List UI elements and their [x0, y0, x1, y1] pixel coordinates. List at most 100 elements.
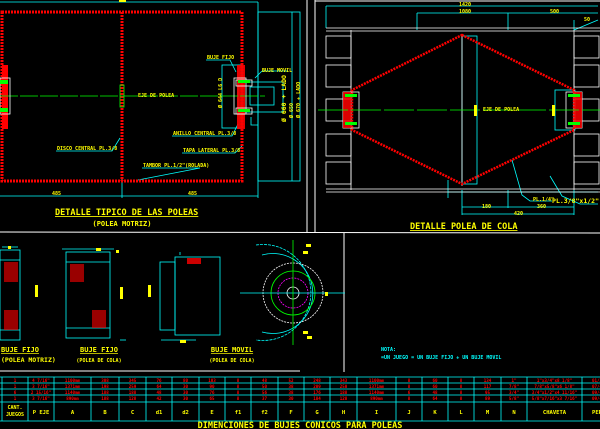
table-cell: 134: [484, 378, 492, 383]
table-cell: 80: [183, 378, 189, 383]
table-header: L: [459, 410, 463, 416]
table-cell: 1"x3/4"x8 1/8": [537, 378, 573, 383]
table-cell: 2 15/16": [31, 390, 52, 395]
table-header: B: [103, 410, 107, 416]
table-header: CANT.: [7, 405, 22, 411]
table-cell: 343: [340, 378, 348, 383]
dimension-b1: 180: [482, 204, 491, 210]
dimension-b3: 420: [514, 211, 523, 217]
table-cell: 4 7/16": [32, 378, 50, 383]
table-header: d2: [182, 410, 189, 416]
table-cell: 60: [432, 384, 438, 389]
detail-title-3: BUJE MOVIL: [211, 346, 253, 354]
detail-subtitle-1: (POLEA MOTRIZ): [1, 356, 56, 364]
table-cell: 52: [288, 378, 294, 383]
table-cell: 188: [340, 390, 348, 395]
table-cell: 3/4"x1/2"x4 11/16": [532, 390, 578, 395]
table-cell: 1371mm: [369, 384, 385, 389]
drum-label: TAMBOR PL.1/2"(ROLADA): [143, 163, 209, 169]
table-cell: 09/4: [592, 390, 600, 395]
table-cell: 30: [288, 396, 294, 401]
table-header: d1: [156, 410, 163, 416]
table-cell: 1100mm: [65, 378, 81, 383]
tail-pulley-detail: EJE DE POLEA 1420 1080 500 50 180 360 42…: [318, 2, 600, 232]
table-cell: 30: [183, 396, 189, 401]
dimension-v3: Ø 670 + LADO: [295, 82, 302, 119]
drive-pulley-title: DETALLE TIPICO DE LAS POLEAS: [55, 208, 198, 218]
table-header: N: [512, 410, 515, 416]
table-cell: 48: [432, 390, 438, 395]
movable-bushing-label: BUJE MOVIL: [262, 68, 292, 74]
table-cell: 50: [262, 384, 268, 389]
table-cell: 8: [237, 378, 240, 383]
table-cell: 308: [101, 378, 109, 383]
table-cell: 7/8": [509, 384, 520, 389]
detail-title-1: BUJE FIJO: [1, 346, 39, 354]
table-cell: 1371mm: [65, 384, 81, 389]
table-cell: 8: [408, 384, 411, 389]
detail-subtitle-3: (POLEA DE COLA): [209, 358, 254, 364]
table-cell: 7/8"x5/8"x6 1/8": [534, 384, 575, 389]
side-cover-label: TAPA LATERAL PL.3/8: [183, 148, 240, 154]
table-header: F: [289, 410, 292, 416]
plate-label-1: PL.1/4": [533, 197, 554, 203]
table-cell: 76: [209, 390, 215, 395]
drive-pulley-detail: EJE DE POLEA BUJE FIJO BUJE MOVIL ANILLO…: [0, 0, 302, 228]
table-cell: 5/8"x7/16"x3 7/16": [532, 396, 578, 401]
table-cell: 95: [485, 390, 491, 395]
table-cell: 248: [313, 378, 321, 383]
bushing-details: BUJE FIJO (POLEA MOTRIZ) BUJE FIJO (POLE…: [0, 240, 345, 364]
table-cell: 65: [209, 396, 215, 401]
table-cell: 1: [14, 384, 17, 389]
table-cell: 3 7/16": [32, 384, 50, 389]
table-cell: 8: [237, 396, 240, 401]
table-cell: 8: [237, 390, 240, 395]
axis-label: EJE DE POLEA: [138, 93, 174, 99]
table-cell: 184: [313, 396, 321, 401]
dimension-mid: 1080: [459, 9, 471, 15]
table-cell: 345: [129, 378, 137, 383]
table-cell: 8: [408, 378, 411, 383]
table-cell: 76: [156, 378, 162, 383]
table-cell: 07/4: [592, 384, 600, 389]
table-cell: 1: [14, 396, 17, 401]
table-cell: 64: [432, 396, 438, 401]
table-cell: 09/4: [592, 396, 600, 401]
table-cell: 5/8": [509, 396, 520, 401]
table-header: H: [342, 410, 345, 416]
table-cell: 56: [262, 390, 268, 395]
table-cell: 01/2: [592, 378, 600, 383]
table-header: JUEGOS: [6, 412, 24, 418]
table-cell: 176: [313, 390, 321, 395]
table-cell: 117: [484, 384, 492, 389]
table-cell: 250: [340, 384, 348, 389]
table-cell: 38: [288, 384, 294, 389]
dimension-left: 485: [52, 191, 61, 197]
table-cell: 6: [408, 390, 411, 395]
tail-axis-label: EJE DE POLEA: [483, 107, 519, 113]
table-header: CHAVETA: [543, 410, 567, 416]
drive-pulley-subtitle: (POLEA MOTRIZ): [92, 220, 151, 228]
table-title: DIMENCIONES DE BUJES CONICOS PARA POLEAS: [198, 421, 403, 429]
table-header: f2: [261, 410, 268, 416]
table-cell: 103: [208, 378, 216, 383]
table-cell: 259: [129, 384, 137, 389]
table-header: f1: [235, 410, 242, 416]
table-cell: 1: [14, 378, 17, 383]
plate-label-2: PL.3/8"x1/2": [552, 197, 599, 205]
table-cell: 42: [156, 396, 162, 401]
table-cell: 890mm: [370, 396, 383, 401]
dimension-v1: Ø 650: [288, 103, 295, 119]
table-cell: 8: [460, 384, 463, 389]
table-cell: 128: [340, 396, 348, 401]
table-cell: 1": [511, 378, 517, 383]
table-cell: 3 7/16": [32, 396, 50, 401]
table-header: K: [433, 410, 437, 416]
table-header: C: [131, 410, 134, 416]
table-cell: 209: [313, 384, 321, 389]
table-cell: 3/4": [509, 390, 520, 395]
table-header: PER: [592, 410, 600, 416]
table-cell: 6: [14, 390, 17, 395]
